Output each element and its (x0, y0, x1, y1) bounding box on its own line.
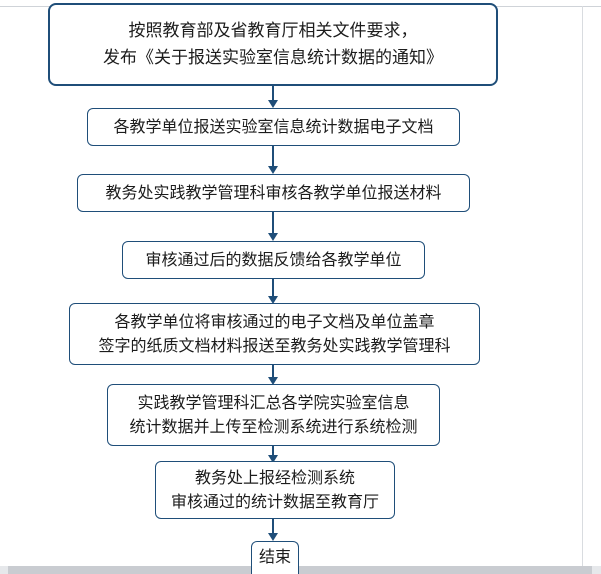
step-publish-notice-line-1: 按照教育部及省教育厅相关文件要求， (128, 20, 418, 41)
horizontal-scrollbar-thumb[interactable] (8, 566, 592, 574)
step-aggregate-and-check-line-2: 统计数据并上传至检测系统进行系统检测 (129, 417, 418, 436)
step-feedback-data-label: 审核通过后的数据反馈给各教学单位 (145, 250, 402, 269)
step-end: 结束 (251, 541, 299, 574)
step-submit-electronic-docs-label: 各教学单位报送实验室信息统计数据电子文档 (113, 117, 434, 136)
right-divider (582, 6, 583, 566)
step-submit-paper-docs: 各教学单位将审核通过的电子文档及单位盖章 签字的纸质文档材料报送至教务处实践教学… (69, 303, 480, 365)
step-report-to-department-line-2: 审核通过的统计数据至教育厅 (170, 492, 379, 511)
step-review-materials-label: 教务处实践教学管理科审核各教学单位报送材料 (105, 183, 442, 202)
step-publish-notice: 按照教育部及省教育厅相关文件要求， 发布《关于报送实验室信息统计数据的通知》 (48, 3, 498, 86)
step-end-label: 结束 (258, 547, 291, 566)
step-review-materials: 教务处实践教学管理科审核各教学单位报送材料 (77, 174, 470, 212)
step-report-to-department-line-1: 教务处上报经检测系统 (194, 468, 355, 487)
step-aggregate-and-check: 实践教学管理科汇总各学院实验室信息 统计数据并上传至检测系统进行系统检测 (107, 384, 440, 446)
step-publish-notice-line-2: 发布《关于报送实验室信息统计数据的通知》 (103, 47, 443, 68)
step-submit-paper-docs-line-2: 签字的纸质文档材料报送至教务处实践教学管理科 (98, 336, 451, 355)
step-submit-paper-docs-line-1: 各教学单位将审核通过的电子文档及单位盖章 (114, 312, 435, 331)
step-report-to-department: 教务处上报经检测系统 审核通过的统计数据至教育厅 (155, 461, 395, 519)
step-submit-electronic-docs: 各教学单位报送实验室信息统计数据电子文档 (87, 108, 460, 146)
step-feedback-data: 审核通过后的数据反馈给各教学单位 (122, 241, 425, 279)
step-aggregate-and-check-line-1: 实践教学管理科汇总各学院实验室信息 (137, 393, 410, 412)
